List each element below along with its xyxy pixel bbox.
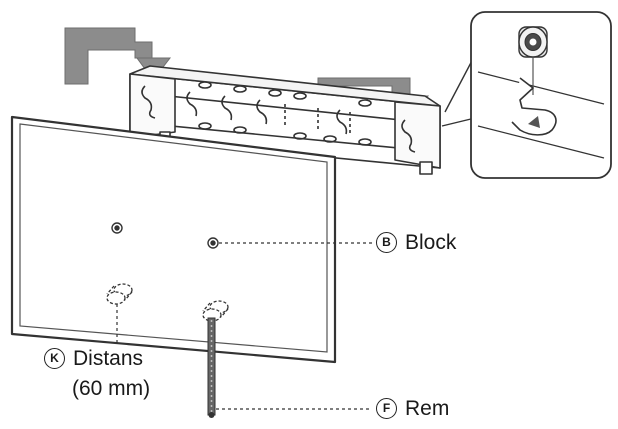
- belt-strap: [207, 317, 216, 418]
- screw-holes: [111, 222, 219, 249]
- badge-k: K: [44, 348, 65, 369]
- badge-b: B: [376, 232, 397, 253]
- spacer-left: [106, 283, 133, 305]
- label-distans: Distans: [73, 347, 144, 370]
- detail-inset: [441, 11, 612, 179]
- callout-distans: K Distans: [44, 348, 143, 369]
- spacer-roll: [518, 26, 548, 95]
- callout-block: B Block: [376, 232, 456, 253]
- wall-mount-bracket: [129, 65, 441, 175]
- badge-f: F: [376, 398, 397, 419]
- label-block: Block: [405, 231, 457, 254]
- leader-lines: [116, 242, 372, 410]
- tv-back-panel: [10, 115, 337, 364]
- hook-slot: [511, 77, 557, 136]
- callout-rem: F Rem: [376, 398, 449, 419]
- label-rem: Rem: [405, 397, 450, 420]
- spacer-right: [202, 300, 229, 322]
- label-distans-size: (60 mm): [72, 377, 151, 400]
